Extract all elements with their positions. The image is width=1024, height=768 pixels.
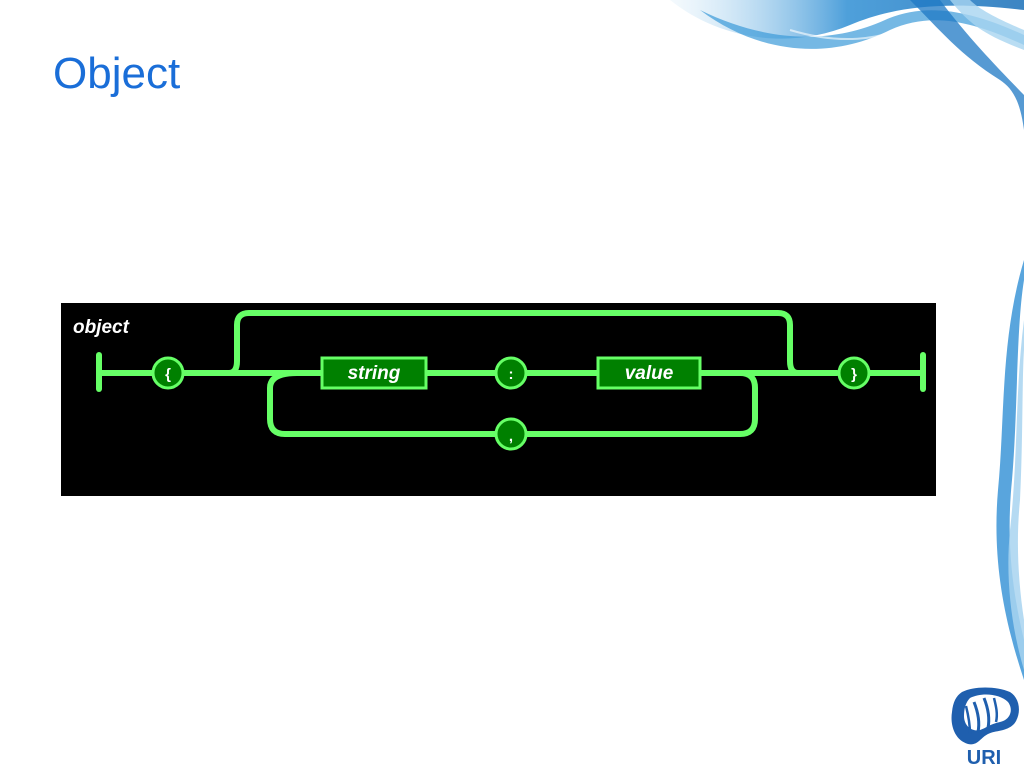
empty-object-bypass-track xyxy=(226,310,801,376)
value-label: value xyxy=(625,363,674,384)
colon-label: : xyxy=(509,366,514,383)
open-brace-terminal: { xyxy=(151,356,185,390)
smoke-decoration-right xyxy=(996,260,1024,680)
slide-title: Object xyxy=(53,49,181,98)
string-label: string xyxy=(348,363,401,384)
uri-logo-text: URI xyxy=(967,747,1001,768)
uri-logo-emblem xyxy=(951,687,1019,745)
smoke-decoration-top xyxy=(670,0,1024,130)
diagram-background xyxy=(61,303,936,496)
uri-logo: URI xyxy=(951,687,1019,768)
close-brace-label: } xyxy=(851,366,857,383)
object-syntax-diagram: { string : value , } object xyxy=(61,303,936,496)
string-nonterminal: string xyxy=(320,356,428,390)
colon-terminal: : xyxy=(494,356,528,390)
value-nonterminal: value xyxy=(596,356,702,390)
comma-label: , xyxy=(509,428,513,445)
comma-terminal: , xyxy=(494,417,528,451)
open-brace-label: { xyxy=(165,366,171,383)
diagram-name-label: object xyxy=(73,317,130,338)
close-brace-terminal: } xyxy=(837,356,871,390)
